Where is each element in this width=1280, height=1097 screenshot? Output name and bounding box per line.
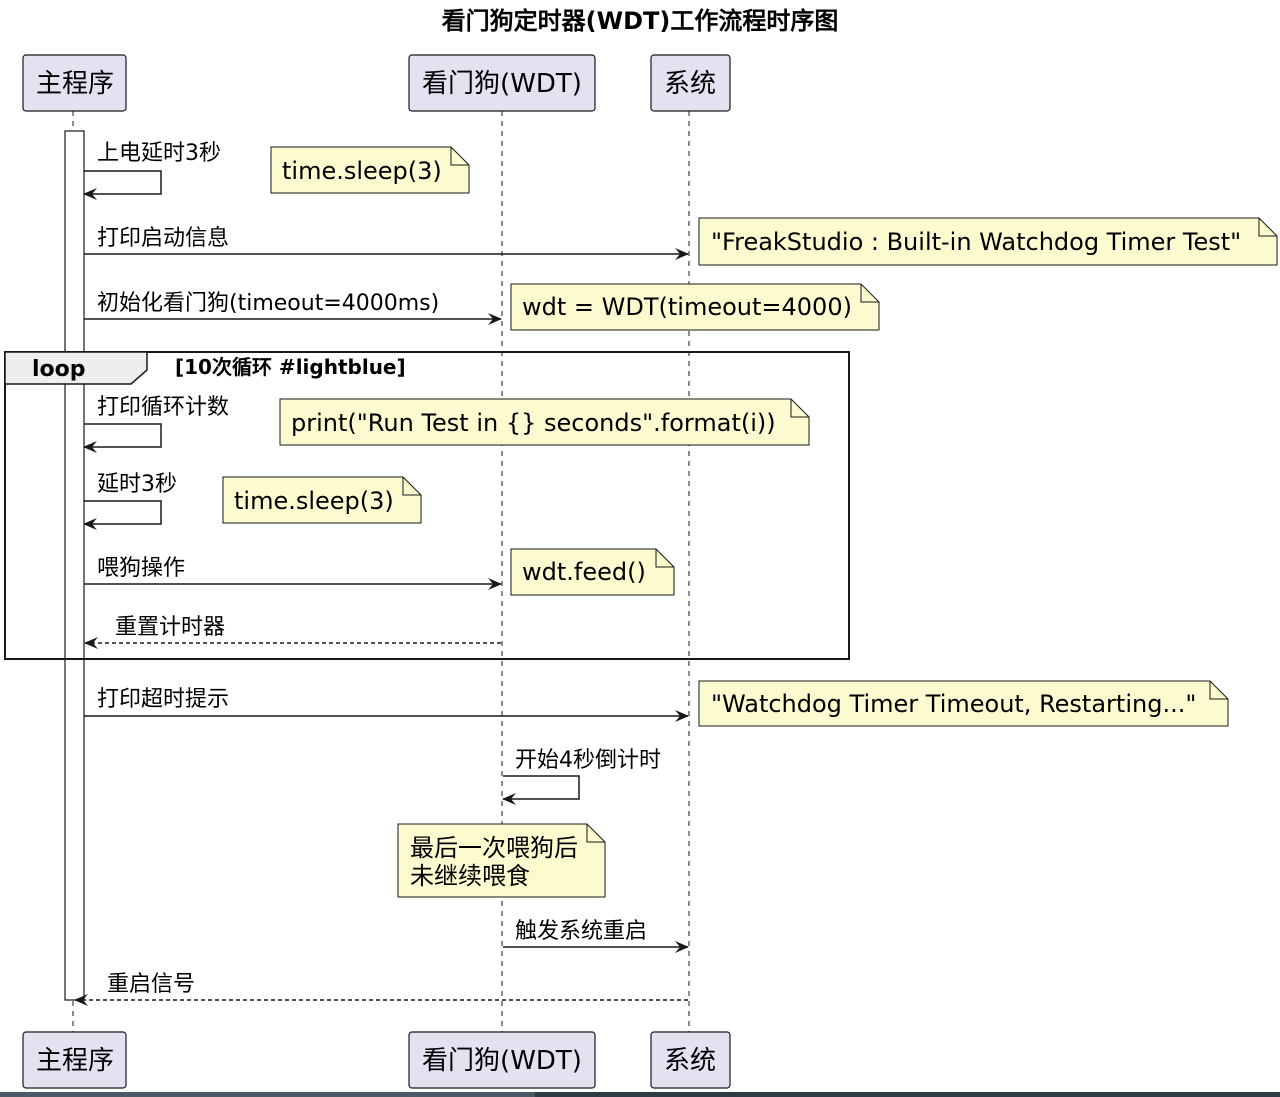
note-no-feed: 最后一次喂狗后 未继续喂食 — [397, 823, 606, 898]
message-feed-dog-label: 喂狗操作 — [97, 556, 185, 581]
participant-wdt-top-label: 看门狗(WDT) — [422, 69, 582, 99]
message-init-watchdog-label: 初始化看门狗(timeout=4000ms) — [97, 291, 439, 316]
message-power-on-delay-label: 上电延时3秒 — [97, 141, 221, 166]
message-delay-3s: 延时3秒 — [83, 472, 177, 530]
participant-wdt-top: 看门狗(WDT) — [408, 54, 596, 112]
loop-condition: [10次循环 #lightblue] — [175, 355, 406, 379]
loop-frame: loop [10次循环 #lightblue] — [4, 351, 850, 660]
note-feed: wdt.feed() — [510, 548, 675, 596]
participant-main-bottom-label: 主程序 — [36, 1046, 114, 1076]
message-power-on-delay: 上电延时3秒 — [83, 141, 221, 200]
message-reset-signal: 重启信号 — [74, 972, 688, 1006]
activation-bar-main — [64, 130, 85, 1001]
message-print-loop-count: 打印循环计数 — [83, 395, 229, 453]
note-feed-text: wdt.feed() — [522, 558, 646, 586]
note-print-loop: print("Run Test in {} seconds".format(i)… — [279, 398, 810, 446]
participant-sys-bottom-label: 系统 — [664, 1046, 716, 1076]
diagram-title: 看门狗定时器(WDT)工作流程时序图 — [442, 7, 839, 35]
participant-sys-top-label: 系统 — [664, 69, 716, 99]
message-reset-timer-label: 重置计时器 — [115, 615, 225, 640]
bottom-bar-highlight — [0, 1092, 535, 1097]
message-print-loop-count-label: 打印循环计数 — [97, 395, 229, 420]
message-print-timeout-label: 打印超时提示 — [97, 687, 229, 712]
message-reset-signal-label: 重启信号 — [107, 972, 195, 997]
message-trigger-reset: 触发系统重启 — [503, 919, 689, 953]
participant-main-bottom: 主程序 — [22, 1031, 127, 1089]
note-print-loop-text: print("Run Test in {} seconds".format(i)… — [291, 409, 776, 437]
note-no-feed-line-1: 最后一次喂狗后 — [410, 834, 578, 862]
window-bottom-bar — [0, 1092, 1280, 1097]
note-startup-message: "FreakStudio : Built-in Watchdog Timer T… — [698, 217, 1278, 266]
message-init-watchdog: 初始化看门狗(timeout=4000ms) — [84, 291, 502, 325]
note-startup-message-text: "FreakStudio : Built-in Watchdog Timer T… — [711, 228, 1241, 256]
message-reset-timer: 重置计时器 — [84, 615, 501, 649]
message-start-countdown: 开始4秒倒计时 — [502, 748, 661, 805]
participant-sys-bottom: 系统 — [650, 1031, 731, 1089]
message-print-timeout: 打印超时提示 — [84, 687, 689, 722]
loop-label: loop — [32, 357, 86, 382]
note-sleep-1-text: time.sleep(3) — [282, 157, 442, 185]
note-sleep-1: time.sleep(3) — [270, 146, 470, 194]
participant-wdt-bottom: 看门狗(WDT) — [408, 1031, 596, 1089]
message-trigger-reset-label: 触发系统重启 — [515, 919, 647, 944]
note-sleep-2-text: time.sleep(3) — [234, 487, 394, 515]
note-timeout-message: "Watchdog Timer Timeout, Restarting..." — [698, 680, 1229, 727]
note-wdt-init: wdt = WDT(timeout=4000) — [510, 283, 880, 331]
participant-sys-top: 系统 — [650, 54, 731, 112]
note-timeout-message-text: "Watchdog Timer Timeout, Restarting..." — [711, 690, 1196, 718]
participant-wdt-bottom-label: 看门狗(WDT) — [422, 1046, 582, 1076]
message-feed-dog: 喂狗操作 — [84, 556, 502, 590]
note-wdt-init-text: wdt = WDT(timeout=4000) — [522, 293, 852, 321]
participant-main-top: 主程序 — [22, 54, 127, 112]
note-no-feed-line-2: 未继续喂食 — [410, 862, 530, 890]
message-print-start-info: 打印启动信息 — [84, 226, 689, 260]
note-sleep-2: time.sleep(3) — [222, 476, 422, 524]
message-print-start-info-label: 打印启动信息 — [97, 226, 229, 251]
participant-main-top-label: 主程序 — [36, 69, 114, 99]
message-delay-3s-label: 延时3秒 — [97, 472, 177, 497]
message-start-countdown-label: 开始4秒倒计时 — [515, 748, 661, 773]
